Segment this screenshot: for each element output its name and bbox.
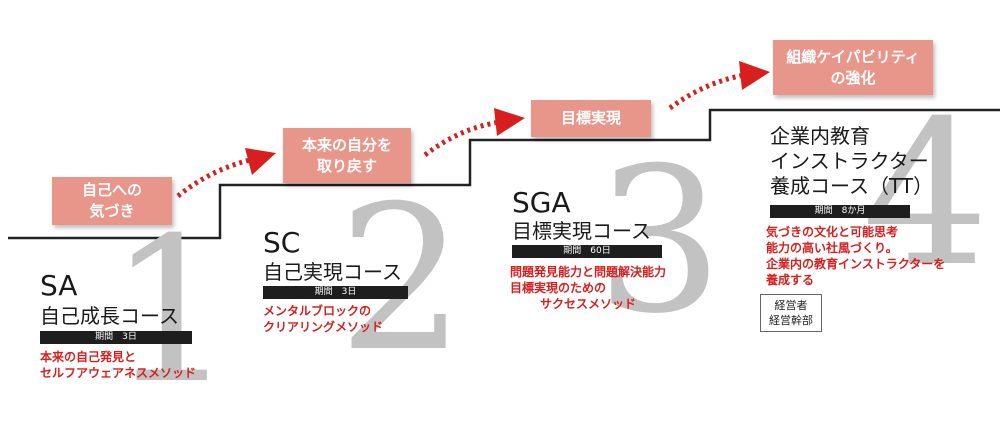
step-number-1: 1	[108, 195, 236, 428]
step-number-4: 4	[862, 78, 990, 311]
desc-line: メンタルブロックの	[263, 304, 372, 318]
goal-box-3: 目標実現	[531, 100, 651, 137]
goal-box-2: 本来の自分を取り戻す	[283, 128, 411, 183]
course-title-tt: 企業内教育 インストラクター 養成コース（TT）	[770, 124, 933, 199]
period-bar-sga: 期間 60日	[512, 245, 662, 258]
step-number-2: 2	[338, 163, 466, 396]
target-label: 経営者	[774, 299, 808, 312]
desc-line: セルフアウェアネスメソッド	[40, 366, 197, 380]
title-line: 企業内教育	[770, 124, 870, 148]
course-title-sa: 自己成長コース	[40, 304, 179, 328]
period-bar-tt: 期間 8か月	[770, 205, 910, 218]
desc-line: 能力の高い社風づくり。	[766, 241, 898, 255]
desc-line: 養成する	[766, 273, 815, 287]
goal-label: 自己への	[81, 181, 142, 199]
desc-line: 目標実現のための	[510, 281, 607, 295]
target-audience-box: 経営者 経営幹部	[760, 294, 822, 332]
staircase-line	[8, 108, 1000, 240]
goal-label: 目標実現	[560, 109, 621, 127]
goal-label: 本来の自分を	[301, 135, 392, 154]
desc-line: 問題発見能力と問題解決能力	[510, 265, 667, 279]
period-bar-sa: 期間 3日	[40, 331, 192, 344]
course-code-sc: SC	[263, 226, 301, 259]
period-bar-sc: 期間 3日	[263, 286, 408, 299]
desc-line: 本来の自己発見と	[40, 350, 137, 364]
desc-line: クリアリングメソッド	[263, 320, 384, 334]
course-code-sa: SA	[40, 269, 78, 302]
goal-label: の強化	[830, 68, 876, 87]
goal-label: 気づき	[89, 202, 135, 220]
staircase-diagram	[8, 61, 1000, 240]
progress-arrow-3	[668, 61, 770, 111]
desc-line: サクセスメソッド	[540, 297, 637, 311]
goal-box-1: 自己への気づき	[52, 177, 172, 225]
desc-line: 気づきの文化と可能思考	[766, 225, 899, 239]
progress-arrow-2	[423, 108, 525, 157]
course-code-sga: SGA	[512, 186, 571, 219]
target-label: 経営幹部	[769, 314, 813, 327]
goal-box-4: 組織ケイパビリティの強化	[773, 40, 933, 95]
desc-line: 企業内の教育インストラクターを	[766, 257, 946, 271]
course-desc-sa: 本来の自己発見と セルフアウェアネスメソッド	[40, 349, 196, 381]
title-line: インストラクター	[770, 149, 929, 173]
step-number-3: 3	[596, 125, 724, 358]
progress-arrow-1	[176, 148, 276, 198]
course-desc-tt: 気づきの文化と可能思考 能力の高い社風づくり。 企業内の教育インストラクターを …	[766, 224, 945, 288]
course-title-sga: 目標実現コース	[512, 219, 651, 243]
course-title-sc: 自己実現コース	[263, 260, 402, 284]
goal-label: 取り戻す	[316, 156, 377, 175]
course-desc-sc: メンタルブロックの クリアリングメソッド	[263, 303, 383, 335]
goal-label: 組織ケイパビリティ	[786, 47, 920, 66]
course-desc-sga: 問題発見能力と問題解決能力 目標実現のための サクセスメソッド	[510, 264, 666, 312]
title-line: 養成コース（TT）	[770, 174, 934, 198]
